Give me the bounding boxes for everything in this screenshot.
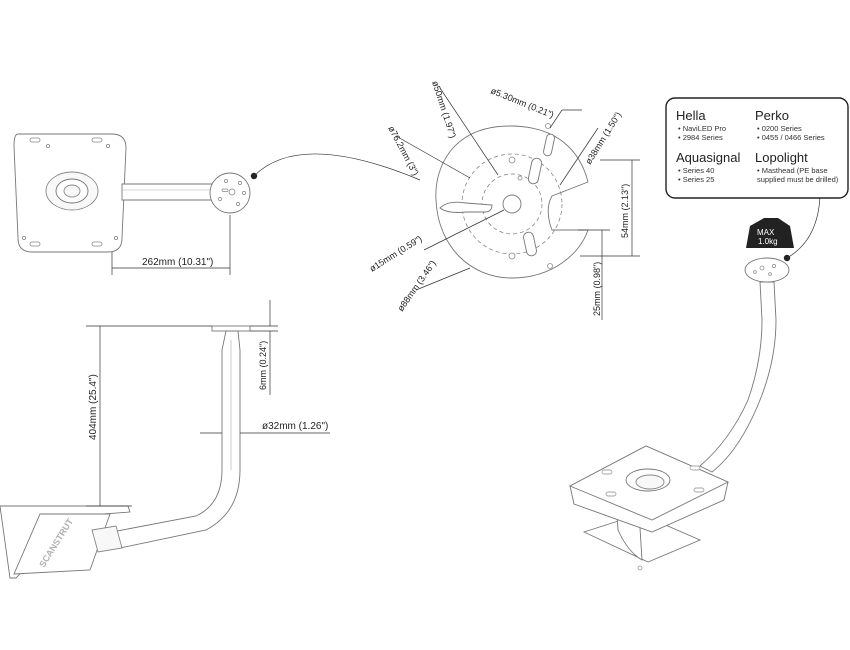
brand-hella: Hella bbox=[676, 108, 706, 123]
dim-circle-38: ø38mm (1.50") bbox=[583, 110, 623, 166]
dim-hole-530: ø5.30mm (0.21") bbox=[489, 86, 555, 120]
dim-slot-54: 54mm (2.13") bbox=[620, 184, 630, 238]
brand-aquasignal: Aquasignal bbox=[676, 150, 740, 165]
dim-height: 404mm (25.4") bbox=[88, 374, 99, 440]
pole-side bbox=[111, 330, 241, 549]
svg-text:• 0200 Series: • 0200 Series bbox=[757, 124, 802, 133]
svg-text:• 2984 Series: • 2984 Series bbox=[678, 133, 723, 142]
isometric-view: MAX 1.0kg bbox=[568, 195, 821, 571]
svg-text:• NaviLED Pro: • NaviLED Pro bbox=[678, 124, 726, 133]
top-plate-iso bbox=[744, 257, 790, 283]
dim-plate-88: ø88mm (3.46") bbox=[395, 258, 437, 313]
dim-slot-25: 25mm (0.98") bbox=[592, 262, 602, 316]
callout-leader bbox=[786, 195, 821, 259]
dim-pole-diameter: ø32mm (1.26") bbox=[262, 421, 328, 432]
plan-view: 262mm (10.31") bbox=[13, 133, 421, 275]
svg-text:supplied must be drilled): supplied must be drilled) bbox=[757, 175, 839, 184]
dim-center-15: ø15mm (0.59") bbox=[368, 234, 424, 274]
side-elevation: SCANSTRUT 404mm (25.4") 6mm (0.24") ø32m… bbox=[0, 300, 330, 579]
base-joint bbox=[91, 525, 123, 553]
dim-circle-50: ø50mm (1.97") bbox=[430, 80, 458, 140]
weight-badge-line1: MAX bbox=[757, 228, 775, 237]
arm-plan bbox=[121, 183, 215, 201]
dim-plate-thickness: 6mm (0.24") bbox=[258, 341, 268, 390]
detail-leader-line bbox=[253, 153, 421, 181]
compatibility-callout: Hella • NaviLED Pro • 2984 Series Perko … bbox=[665, 97, 849, 199]
brand-lopolight: Lopolight bbox=[755, 150, 808, 165]
dim-arm-length: 262mm (10.31") bbox=[142, 257, 213, 268]
svg-text:• Masthead (PE base: • Masthead (PE base bbox=[757, 166, 828, 175]
weight-badge bbox=[746, 218, 794, 248]
top-plate-detail: ø5.30mm (0.21") ø50mm (1.97") ø76.2mm (3… bbox=[368, 80, 640, 320]
base-plate-holes bbox=[21, 137, 119, 247]
weight-badge-line2: 1.0kg bbox=[758, 237, 778, 246]
top-plate-side bbox=[211, 325, 251, 332]
pole-iso bbox=[699, 281, 777, 473]
svg-text:• 0455 / 0466 Series: • 0455 / 0466 Series bbox=[757, 133, 825, 142]
svg-text:• Series 25: • Series 25 bbox=[678, 175, 714, 184]
center-hole bbox=[502, 194, 522, 214]
svg-text:• Series 40: • Series 40 bbox=[678, 166, 714, 175]
brand-perko: Perko bbox=[755, 108, 789, 123]
